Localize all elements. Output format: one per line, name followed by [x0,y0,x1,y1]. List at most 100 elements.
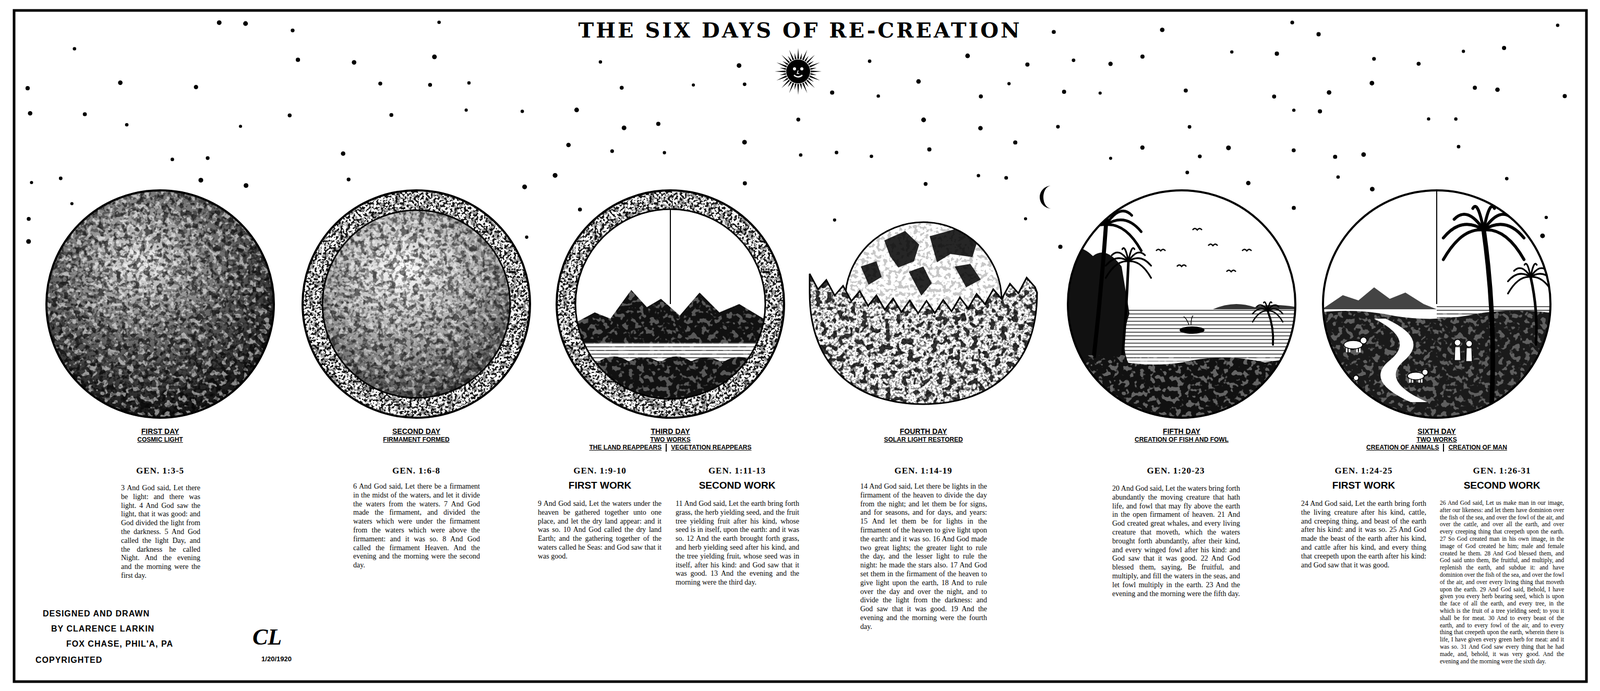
day-caption: SIXTH DAYTWO WORKSCREATION OF ANIMALSCRE… [1311,419,1562,452]
work-caption-row: CREATION OF ANIMALSCREATION OF MAN [1311,443,1562,452]
day-panel: THIRD DAYTWO WORKSTHE LAND REAPPEARSVEGE… [545,188,796,452]
star-dot [243,21,248,27]
day-panel: FIFTH DAYCREATION OF FISH AND FOWL [1056,188,1307,444]
cosmic-globe [34,188,286,420]
star-dot [916,79,921,84]
texture [34,188,286,420]
star-dot [1372,56,1376,61]
star-dot [287,113,292,118]
star-dot [28,111,33,116]
texture [291,188,542,420]
day-panel: SECOND DAYFIRMAMENT FORMED [291,188,542,444]
star-dot [598,59,603,64]
star-dot [1501,45,1507,51]
star-dot [1271,94,1277,99]
star-dot [1055,125,1060,129]
star-dot [1187,125,1192,129]
scripture-text: 14 And God said, Let there be lights in … [860,482,988,632]
star-dot [389,113,393,117]
star-dot [72,46,77,51]
illustration-detail [802,82,808,93]
credit-line: FOX CHASE, PHIL'A, PA [66,639,174,649]
illustration-detail [789,49,795,60]
star-dot [619,85,624,90]
texture [291,188,542,420]
day-globe-illustration [34,188,286,420]
illustration-detail [1454,339,1461,346]
star-dot [978,94,983,99]
star-dot [82,112,88,117]
date-stamp: 1/20/1920 [245,655,308,664]
scripture-text: 26 And God said, Let us make man in our … [1439,499,1565,666]
illustration-detail [799,53,802,60]
star-dot [1140,54,1145,59]
sun-symbol [774,47,822,95]
star-dot [243,183,249,188]
illustration-detail [794,83,797,90]
bird [1208,244,1218,246]
star-dot [1495,87,1500,93]
star-dot [833,218,837,222]
chart-frame [14,10,1587,682]
scripture-reference: GEN. 1:3-5 [107,465,213,477]
palm-frond [1267,310,1283,322]
firmament-ring [291,188,542,420]
scripture-text: 9 And God said, Let the waters under the… [537,499,662,562]
illustration-detail [34,188,286,420]
day-subtitle: FIRMAMENT FORMED [291,436,542,444]
human-figure [1454,339,1461,361]
star-dot [467,81,471,85]
animal-figure [1407,369,1428,383]
star-dot [1326,90,1332,95]
illustration-detail [1311,188,1562,420]
day-subtitle: SOLAR LIGHT RESTORED [798,436,1049,444]
work-heading: FIRST WORK [547,479,653,492]
work-divider [1436,188,1438,305]
illustration-detail [1342,381,1344,388]
star-dot [1461,49,1465,53]
palm-frond [1105,224,1142,251]
star-dot [1225,145,1231,151]
illustration-detail [322,210,511,399]
star-dot [194,85,199,90]
scripture-text: 11 And God said, Let the earth bring for… [675,499,800,588]
illustration-detail [798,188,1049,420]
star-dot [1185,170,1189,175]
day-caption: FIFTH DAYCREATION OF FISH AND FOWL [1056,419,1307,444]
illustration-detail [1183,315,1194,326]
scripture-text: 3 And God said, Let there be light: and … [121,484,201,581]
star-dot [574,107,580,113]
continent [884,231,920,268]
scripture-text: 24 And God said, Let the earth bring for… [1301,499,1427,570]
scripture-text: 20 And God said, Let the waters bring fo… [1112,484,1241,599]
illustration-detail [806,54,815,64]
texture [798,188,1049,420]
texture [1056,355,1307,420]
palm-trunk [1483,230,1493,408]
star-dot [978,125,983,131]
illustration-detail [799,83,802,90]
illustration-detail [800,67,804,71]
star-dot [578,207,583,212]
illustration-detail [545,188,796,420]
credit-line: COPYRIGHTED [35,655,103,666]
palm-frond [1472,206,1484,231]
star-dot [1160,27,1165,33]
star-dot [290,28,295,33]
star-dot [437,20,441,24]
bird [1226,270,1236,272]
bird [1192,228,1202,231]
star-dot [1058,244,1063,249]
texture [1311,310,1562,420]
star-dot [1453,117,1458,121]
star-dot [834,150,839,155]
star-dot [25,86,30,91]
scripture-reference: GEN. 1:14-19 [871,465,976,477]
palm-trunk [1267,310,1273,345]
scripture-reference: GEN. 1:6-8 [364,465,469,477]
star-dot [1274,51,1279,56]
illustration-detail [797,70,800,74]
illustration-detail [782,77,789,82]
bird [1176,265,1187,267]
star-dot [742,181,748,186]
